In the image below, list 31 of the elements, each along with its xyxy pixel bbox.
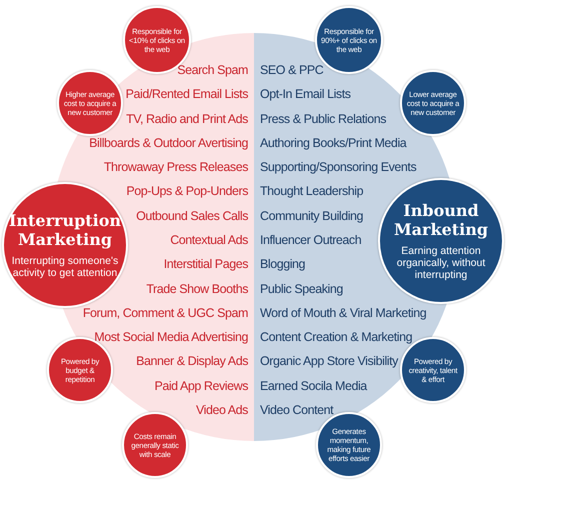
tactic-label: Organic App Store Visibility	[260, 353, 398, 370]
tactic-label: TV, Radio and Print Ads	[126, 110, 248, 127]
tactic-label: Search Spam	[177, 62, 248, 78]
tactic-label: Paid/Rented Email Lists	[126, 86, 248, 102]
tactic-label: Opt-In Email Lists	[260, 86, 351, 102]
tactic-label: Billboards & Outdoor Avertising	[89, 134, 248, 151]
tactic-label: Supporting/Sponsoring Events	[260, 159, 416, 176]
tactic-label: Earned Socila Media	[260, 378, 367, 394]
tactic-label: Interstitial Pages	[164, 256, 248, 272]
tactic-label: Community Building	[260, 208, 364, 224]
description: Interrupting someone's activity to get attention	[10, 255, 120, 279]
tactic-label: Thought Leadership	[260, 183, 364, 200]
tactic-label: Paid App Reviews	[154, 378, 248, 394]
tactic-label: Forum, Comment & UGC Spam	[82, 304, 248, 321]
heading: Inbound Marketing	[392, 201, 490, 239]
tactic-label: Pop-Ups & Pop-Unders	[126, 183, 248, 200]
tactic-label: SEO & PPC	[260, 62, 324, 78]
tactic-label: Influencer Outreach	[260, 232, 362, 248]
tactic-label: Contextual Ads	[170, 232, 248, 248]
tactic-label: Word of Mouth & Viral Marketing	[260, 304, 426, 321]
tactic-label: Authoring Books/Print Media	[260, 134, 406, 151]
tactic-label: Trade Show Booths	[146, 280, 248, 297]
tactic-label: Throwaway Press Releases	[104, 159, 248, 176]
tactic-label: Press & Public Relations	[260, 110, 386, 127]
description: Earning attention organically, without interrupting	[396, 245, 486, 281]
tactic-label: Video Ads	[196, 402, 248, 418]
tactic-label: Public Speaking	[260, 280, 343, 297]
tactic-label: Outbound Sales Calls	[136, 208, 248, 224]
tactic-label: Blogging	[260, 256, 306, 272]
heading: Interruption Marketing	[8, 211, 122, 249]
tactic-label: Banner & Display Ads	[136, 353, 248, 370]
